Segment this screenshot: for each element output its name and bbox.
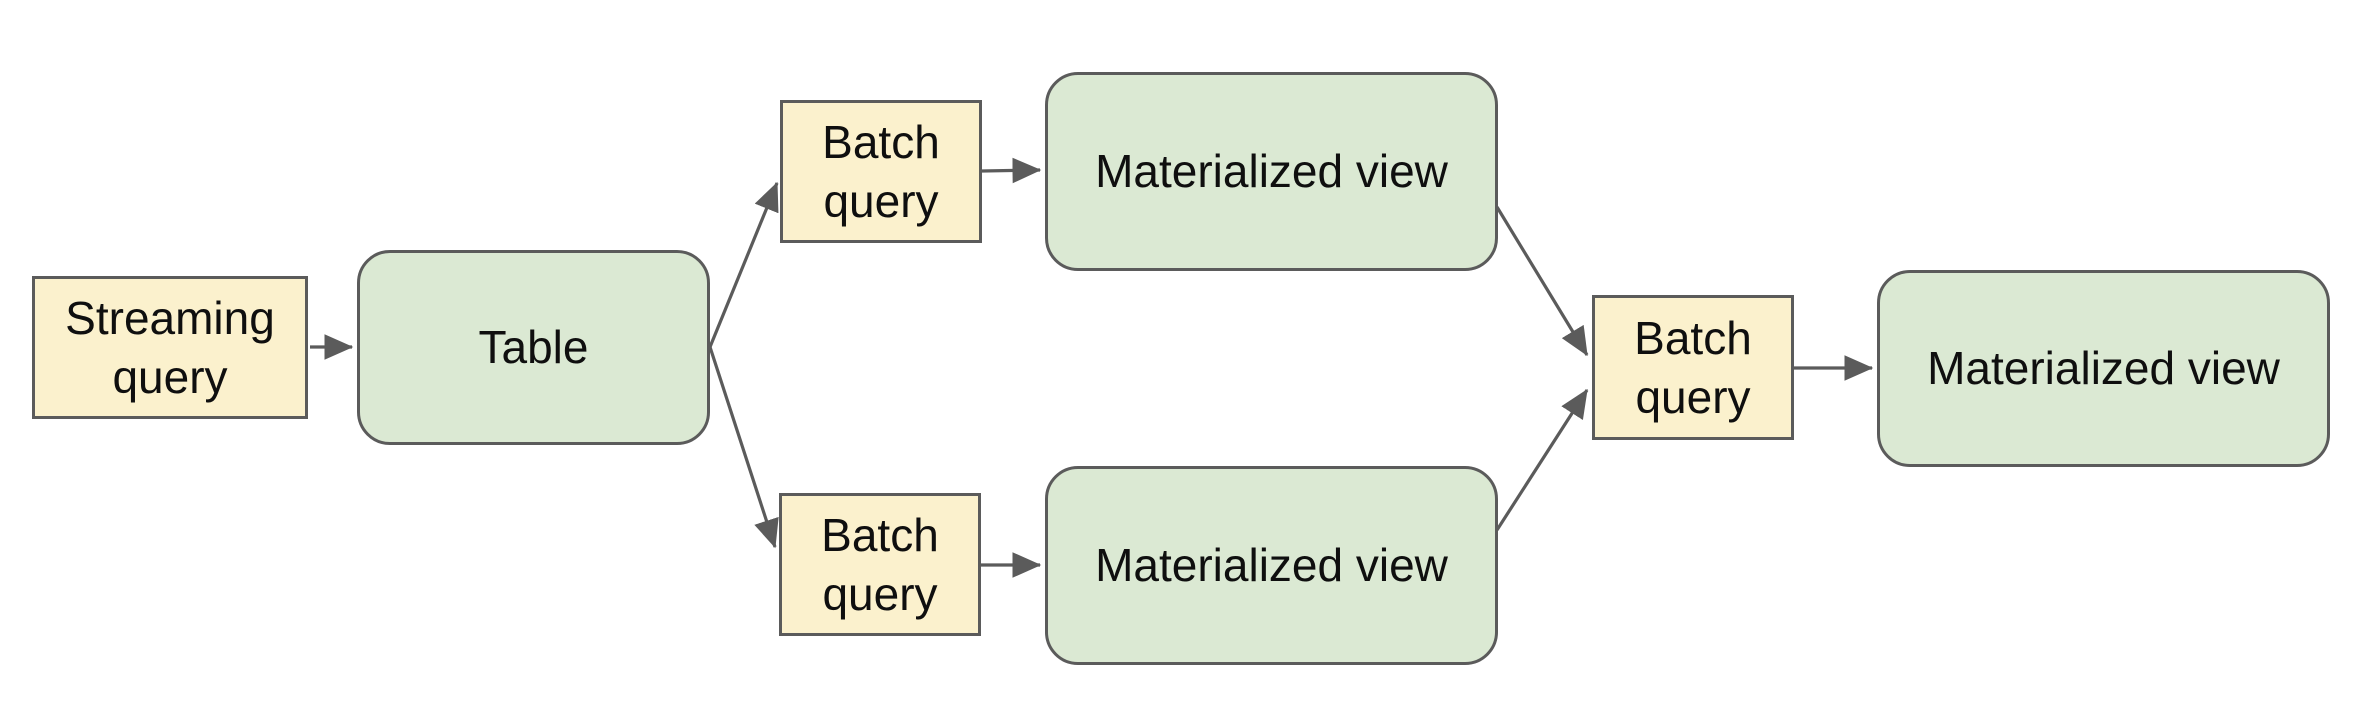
arrow-table-to-batch-bottom xyxy=(708,346,779,549)
node-table: Table xyxy=(357,250,710,445)
node-materialized-view-top-label: Materialized view xyxy=(1095,145,1448,198)
node-batch-query-top-label: Batch query xyxy=(822,116,940,227)
node-materialized-view-top: Materialized view xyxy=(1045,72,1498,271)
node-streaming-query-label: Streaming query xyxy=(65,292,275,403)
node-materialized-view-bottom: Materialized view xyxy=(1045,466,1498,665)
node-streaming-query: Streaming query xyxy=(32,276,308,419)
node-materialized-view-right-label: Materialized view xyxy=(1927,342,2280,395)
arrow-matview-top-to-batch xyxy=(1495,206,1589,357)
node-batch-query-right-label: Batch query xyxy=(1634,312,1752,423)
node-batch-query-top: Batch query xyxy=(780,100,982,243)
arrow-table-to-batch-top xyxy=(708,181,779,348)
node-batch-query-bottom: Batch query xyxy=(779,493,981,636)
node-materialized-view-bottom-label: Materialized view xyxy=(1095,539,1448,592)
node-batch-query-bottom-label: Batch query xyxy=(821,509,939,620)
node-materialized-view-right: Materialized view xyxy=(1877,270,2330,467)
arrow-matview-bottom-to-batch xyxy=(1495,388,1589,531)
node-batch-query-right: Batch query xyxy=(1592,295,1794,440)
node-table-label: Table xyxy=(478,321,589,374)
arrow-batch-top-to-matview xyxy=(981,157,1042,184)
